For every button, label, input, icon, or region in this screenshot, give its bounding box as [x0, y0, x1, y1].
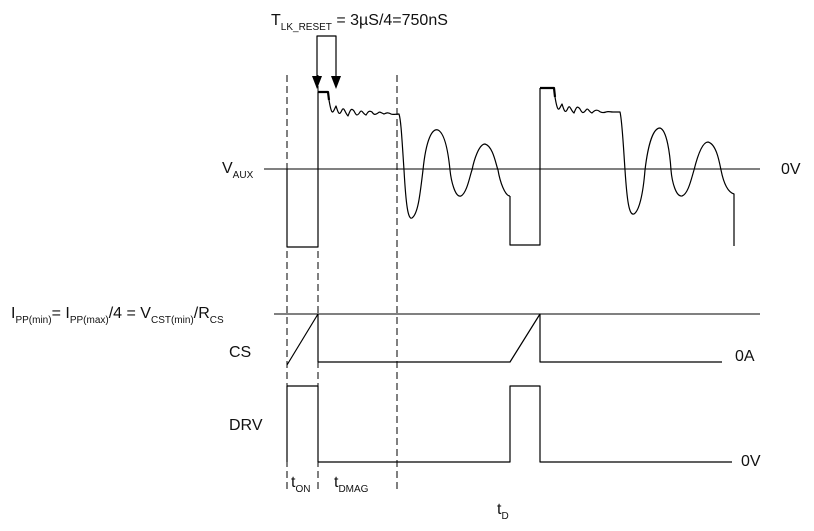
- ipp-equation-label: IPP(min)= IPP(max)/4 = VCST(min)/RCS: [11, 305, 224, 326]
- cs-label: CS: [229, 344, 251, 361]
- td-label: tD: [497, 501, 509, 522]
- drv-label: DRV: [229, 417, 263, 434]
- tlk-reset-bracket: [316, 35, 337, 76]
- vaux-waveform: [286, 86, 735, 248]
- tlk-arrow-right: [331, 76, 341, 89]
- drv-waveform: [286, 385, 732, 463]
- cs-waveform: [286, 313, 722, 366]
- tlk-reset-label: TLK_RESET = 3µS/4=750nS: [271, 12, 448, 33]
- zero-volt-top-label: 0V: [781, 161, 801, 178]
- ton-label: tON: [291, 474, 310, 495]
- zero-volt-bottom-label: 0V: [741, 453, 761, 470]
- zero-amp-label: 0A: [735, 348, 755, 365]
- tdmag-label: tDMAG: [334, 474, 369, 495]
- vaux-label: VAUX: [222, 160, 254, 181]
- tlk-arrow-left: [312, 76, 322, 89]
